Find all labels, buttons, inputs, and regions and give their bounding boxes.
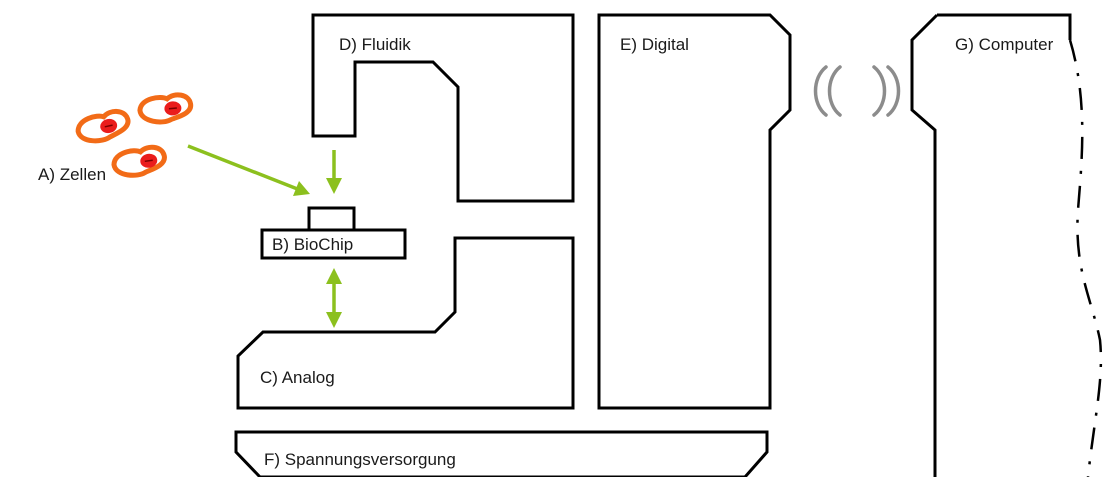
- label-fluidics: D) Fluidik: [339, 35, 411, 54]
- cell-icon: [139, 94, 192, 124]
- cell-icon: [112, 146, 166, 178]
- block-digital: [599, 15, 790, 408]
- cell-icon: [76, 109, 131, 145]
- arrow-cells-to-biochip: [188, 146, 310, 196]
- label-power-supply: F) Spannungsversorgung: [264, 450, 456, 469]
- block-computer: [912, 15, 1070, 477]
- label-analog: C) Analog: [260, 368, 335, 387]
- arrow-biochip-analog: [326, 268, 342, 328]
- computer-dashed-edge: [1070, 40, 1101, 477]
- wireless-signal-icon: [816, 67, 899, 115]
- biochip-top: [309, 208, 354, 230]
- label-computer: G) Computer: [955, 35, 1054, 54]
- label-biochip: B) BioChip: [272, 235, 353, 254]
- arrow-fluidics-to-biochip: [326, 150, 342, 194]
- label-cells: A) Zellen: [38, 165, 106, 184]
- label-digital: E) Digital: [620, 35, 689, 54]
